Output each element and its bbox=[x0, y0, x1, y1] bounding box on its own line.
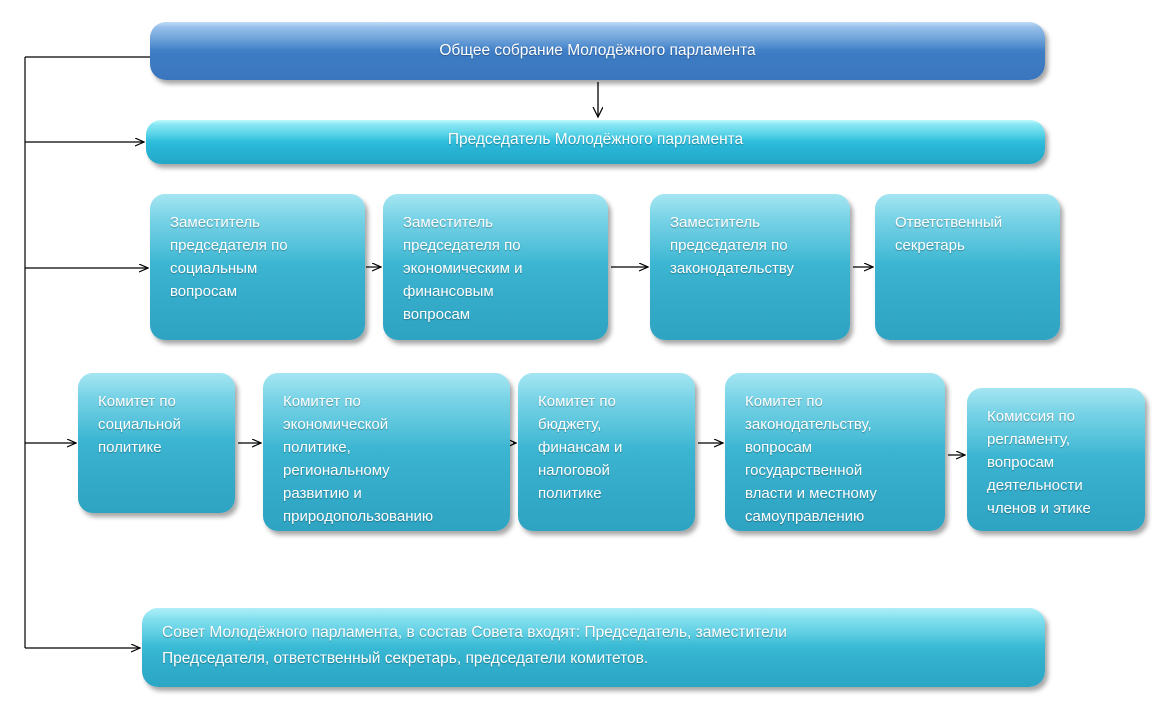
chairman-node[interactable]: Председатель Молодёжного парламента bbox=[146, 120, 1045, 164]
council-node[interactable]: Совет Молодёжного парламента, в состав С… bbox=[142, 608, 1045, 687]
chairman-label: Председатель Молодёжного парламента bbox=[447, 131, 744, 148]
committee-social-policy-label: Комитет по социальной политике bbox=[98, 393, 181, 456]
executive-secretary-label: Ответственный секретарь bbox=[895, 214, 1003, 254]
committee-economic-policy-label: Комитет по экономической политике, регио… bbox=[283, 393, 434, 525]
executive-secretary-node[interactable]: Ответственный секретарь bbox=[875, 194, 1060, 340]
committee-legislation-label: Комитет по законодательству, вопросам го… bbox=[745, 393, 877, 525]
deputy-economy-node[interactable]: Заместитель председателя по экономически… bbox=[383, 194, 608, 340]
committee-social-policy-node[interactable]: Комитет по социальной политике bbox=[78, 373, 235, 513]
commission-regulations-label: Комиссия по регламенту, вопросам деятель… bbox=[987, 408, 1091, 517]
deputy-social-node[interactable]: Заместитель председателя по социальным в… bbox=[150, 194, 365, 340]
committee-budget-label: Комитет по бюджету, финансам и налоговой… bbox=[538, 393, 623, 502]
committee-legislation-node[interactable]: Комитет по законодательству, вопросам го… bbox=[725, 373, 945, 531]
general-assembly-label: Общее собрание Молодёжного парламента bbox=[439, 42, 756, 59]
commission-regulations-node[interactable]: Комиссия по регламенту, вопросам деятель… bbox=[967, 388, 1145, 531]
deputy-economy-label: Заместитель председателя по экономически… bbox=[403, 214, 523, 323]
council-label: Совет Молодёжного парламента, в состав С… bbox=[162, 624, 787, 667]
deputy-social-label: Заместитель председателя по социальным в… bbox=[170, 214, 288, 300]
committee-budget-node[interactable]: Комитет по бюджету, финансам и налоговой… bbox=[518, 373, 695, 531]
deputy-legislation-node[interactable]: Заместитель председателя по законодатель… bbox=[650, 194, 850, 340]
general-assembly-node[interactable]: Общее собрание Молодёжного парламента bbox=[150, 22, 1045, 80]
committee-economic-policy-node[interactable]: Комитет по экономической политике, регио… bbox=[263, 373, 510, 531]
deputy-legislation-label: Заместитель председателя по законодатель… bbox=[670, 214, 794, 277]
